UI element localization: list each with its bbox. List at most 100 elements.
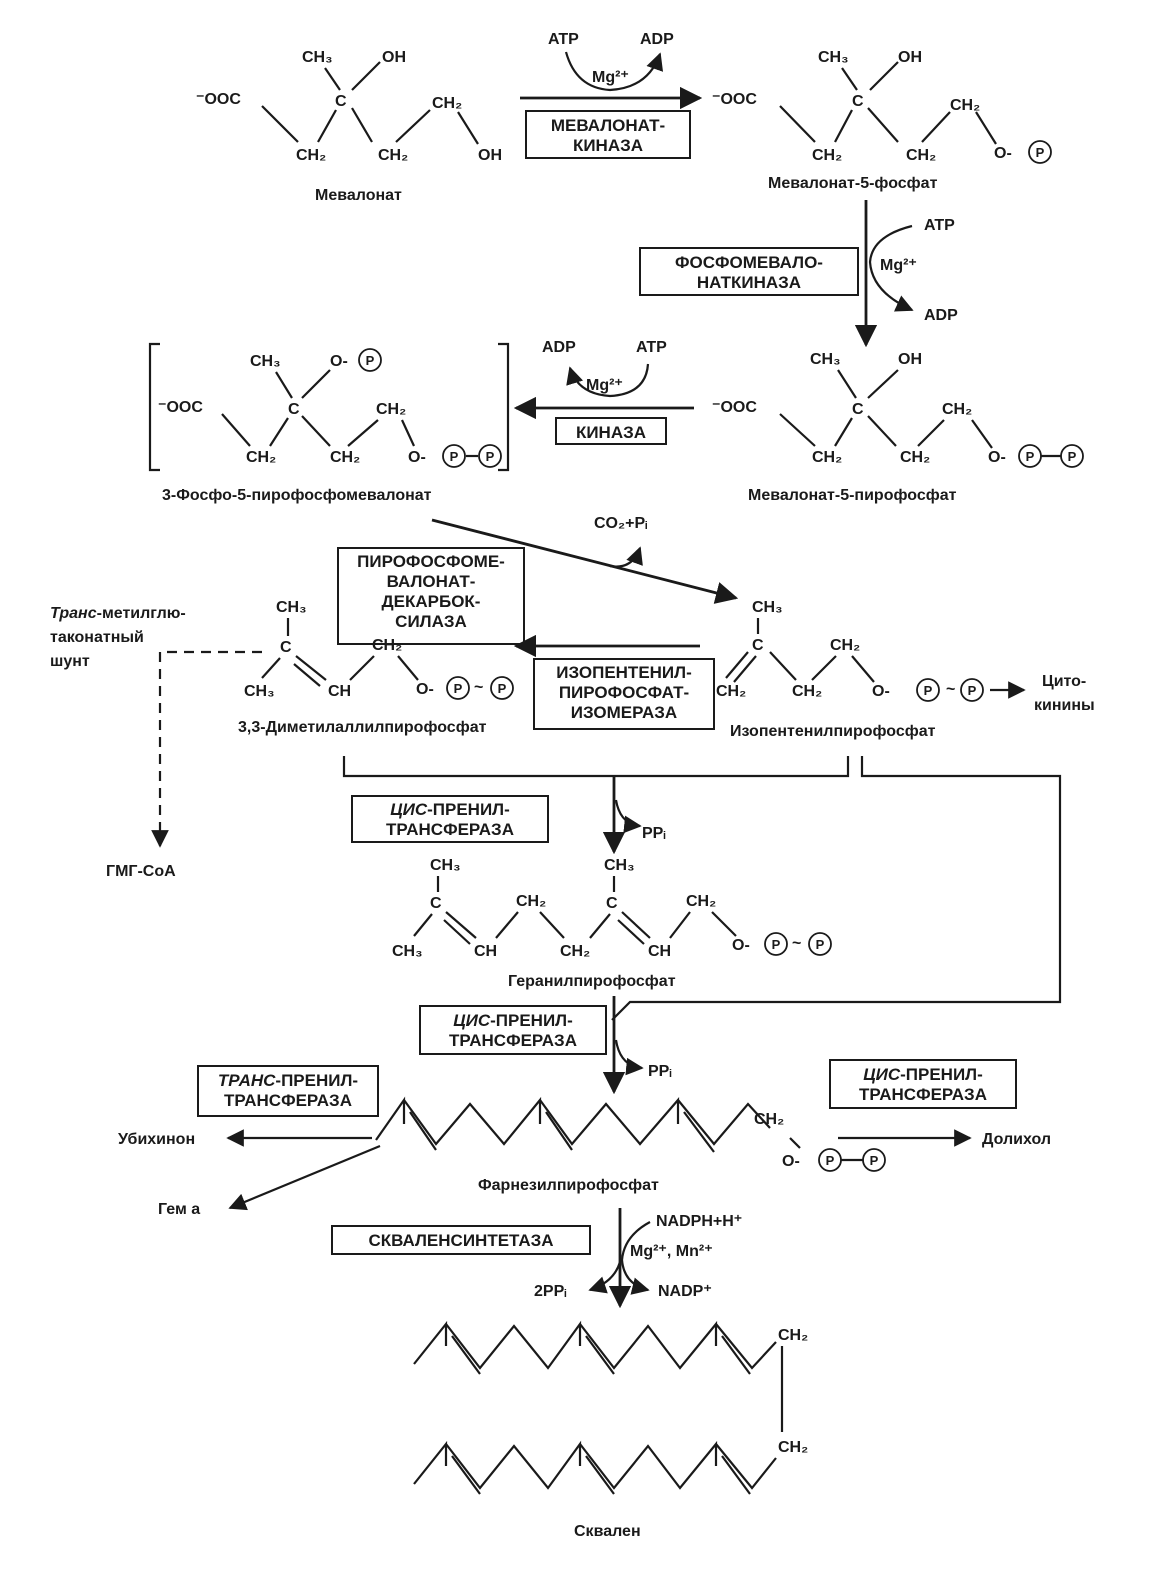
hmg-coa-label: ГМГ-СоА — [106, 863, 176, 880]
svg-text:2PPᵢ: 2PPᵢ — [534, 1283, 567, 1300]
svg-text:OH: OH — [478, 147, 502, 164]
svg-text:OH: OH — [898, 49, 922, 66]
svg-text:ADP: ADP — [924, 307, 958, 324]
svg-text:NADP⁺: NADP⁺ — [658, 1283, 712, 1300]
svg-text:C: C — [752, 637, 764, 654]
svg-text:CH₂: CH₂ — [950, 97, 980, 114]
farnesyl-pyrophosphate-structure: CH₂ O- P P Фарнезилпирофосфат — [375, 1096, 886, 1194]
svg-text:CH₃: CH₃ — [302, 49, 333, 66]
svg-text:P: P — [1026, 449, 1035, 464]
svg-text:ИЗОМЕРАЗА: ИЗОМЕРАЗА — [571, 703, 677, 722]
svg-text:NADPH+H⁺: NADPH+H⁺ — [656, 1213, 742, 1230]
svg-text:CH₂: CH₂ — [432, 95, 462, 112]
svg-text:CH₃: CH₃ — [244, 683, 275, 700]
dimethylallyl-pyrophosphate-structure: CH₃ C CH₂ CH₃ CH O- P ~ P 3,3-Диметилалл… — [238, 599, 514, 736]
mevalonate-structure: ⁻OOC CH₃ OH C CH₂ CH₂ CH₂ OH Мевалонат — [196, 49, 502, 204]
svg-text:~: ~ — [474, 679, 483, 696]
svg-text:ПИРОФОСФАТ-: ПИРОФОСФАТ- — [559, 683, 689, 702]
mevalonate-5-pyrophosphate-structure: ⁻OOC CH₃ OH C CH₂ CH₂ CH₂ O- P P Мевалон… — [712, 351, 1084, 504]
svg-text:O-: O- — [416, 681, 434, 698]
svg-text:CH₂: CH₂ — [812, 147, 842, 164]
svg-text:CH₃: CH₃ — [392, 943, 423, 960]
prenyltransferase-step-2: PPᵢ ЦИС-ПРЕНИЛ- ТРАНСФЕРАЗА — [419, 996, 672, 1095]
svg-text:CO₂+Pᵢ: CO₂+Pᵢ — [594, 515, 647, 532]
mevalonate-5-phosphate-structure: ⁻OOC CH₃ OH C CH₂ CH₂ CH₂ O- P Мевалонат… — [712, 49, 1052, 192]
svg-text:НАТКИНАЗА: НАТКИНАЗА — [697, 273, 801, 292]
svg-text:ЦИС-ПРЕНИЛ-: ЦИС-ПРЕНИЛ- — [390, 800, 510, 819]
svg-text:ВАЛОНАТ-: ВАЛОНАТ- — [387, 572, 476, 591]
svg-text:O-: O- — [994, 145, 1012, 162]
squalene-structure: CH₂ CH₂ Сквален — [413, 1320, 808, 1540]
squalene-synthase-box — [331, 1225, 591, 1255]
svg-text:Mg²⁺: Mg²⁺ — [880, 257, 917, 274]
svg-text:~: ~ — [792, 935, 801, 952]
squalene-synthase-step: NADPH+H⁺ Mg²⁺, Mn²⁺ 2PPᵢ NADP⁺ СКВАЛЕНСИ… — [331, 1208, 742, 1309]
svg-text:C: C — [430, 895, 442, 912]
isopentenyl-pyrophosphate-structure: CH₃ C CH₂ CH₂ CH₂ O- P ~ P Цито- кинины … — [716, 599, 1095, 740]
svg-text:МЕВАЛОНАТ-: МЕВАЛОНАТ- — [551, 116, 665, 135]
svg-text:CH₃: CH₃ — [276, 599, 307, 616]
svg-text:ФОСФОМЕВАЛО-: ФОСФОМЕВАЛО- — [675, 253, 823, 272]
geranyl-pyrophosphate-structure: CH₃ C CH₂ CH₃ C CH₂ CH₃ CH CH₂ CH O- P ~… — [392, 857, 832, 990]
svg-text:ADP: ADP — [542, 339, 576, 356]
svg-text:CH₃: CH₃ — [604, 857, 635, 874]
svg-text:CH₂: CH₂ — [754, 1111, 784, 1128]
dimethylallyl-pyrophosphate-label: 3,3-Диметилаллилпирофосфат — [238, 719, 487, 736]
ipp-isomerase-step: ИЗОПЕНТЕНИЛ- ПИРОФОСФАТ- ИЗОМЕРАЗА — [513, 634, 715, 730]
svg-text:P: P — [1068, 449, 1077, 464]
decarboxylase-box — [337, 547, 525, 645]
svg-text:O-: O- — [732, 937, 750, 954]
svg-text:OH: OH — [382, 49, 406, 66]
svg-text:КИНАЗА: КИНАЗА — [576, 423, 646, 442]
isopentenyl-pyrophosphate-label: Изопентенилпирофосфат — [730, 723, 936, 740]
svg-text:таконатный: таконатный — [50, 629, 144, 646]
phosphopyrophosphomevalonate-structure: ⁻OOC CH₃ O- P C CH₂ CH₂ CH₂ O- P P 3-Фос… — [148, 342, 510, 504]
svg-text:P: P — [366, 353, 375, 368]
svg-text:C: C — [606, 895, 618, 912]
phosphomevalonate-kinase-box — [639, 247, 859, 296]
svg-text:P: P — [1036, 145, 1045, 160]
svg-text:C: C — [280, 639, 292, 656]
svg-text:CH₂: CH₂ — [716, 683, 746, 700]
svg-text:CH₃: CH₃ — [752, 599, 783, 616]
svg-text:O-: O- — [872, 683, 890, 700]
svg-text:~: ~ — [946, 681, 955, 698]
svg-text:PPᵢ: PPᵢ — [648, 1063, 672, 1080]
svg-text:P: P — [450, 449, 459, 464]
svg-text:C: C — [852, 401, 864, 418]
fpp-branches: Убихинон Гем а ТРАНС-ПРЕНИЛ- ТРАНСФЕРАЗА… — [118, 1059, 1051, 1218]
mevalonate-label: Мевалонат — [315, 187, 402, 204]
svg-text:⁻OOC: ⁻OOC — [712, 399, 757, 416]
heme-a-label: Гем а — [158, 1201, 200, 1218]
kinase-box — [555, 417, 667, 445]
pyrophosphomevalonate-decarboxylase-step: CO₂+Pᵢ ПИРОФОСФОМЕ- ВАЛОНАТ- ДЕКАРБОК- С… — [337, 515, 739, 645]
svg-text:CH₂: CH₂ — [378, 147, 408, 164]
svg-text:КИНАЗА: КИНАЗА — [573, 136, 643, 155]
svg-text:Mg²⁺: Mg²⁺ — [592, 69, 629, 86]
svg-text:CH₂: CH₂ — [516, 893, 546, 910]
isomerase-box — [533, 658, 715, 730]
cis-prenyltransferase-box-1 — [351, 795, 549, 843]
svg-text:O-: O- — [408, 449, 426, 466]
svg-text:P: P — [486, 449, 495, 464]
svg-text:P: P — [870, 1153, 879, 1168]
svg-text:C: C — [852, 93, 864, 110]
cis-prenyltransferase-box-3 — [829, 1059, 1017, 1109]
svg-text:O-: O- — [988, 449, 1006, 466]
svg-text:CH₃: CH₃ — [818, 49, 849, 66]
svg-text:CH: CH — [474, 943, 497, 960]
svg-text:CH₂: CH₂ — [376, 401, 406, 418]
svg-text:CH₂: CH₂ — [900, 449, 930, 466]
svg-text:ИЗОПЕНТЕНИЛ-: ИЗОПЕНТЕНИЛ- — [556, 663, 692, 682]
svg-text:CH₂: CH₂ — [812, 449, 842, 466]
svg-text:ТРАНСФЕРАЗА: ТРАНСФЕРАЗА — [224, 1091, 352, 1110]
mevalonate-5-pyrophosphate-label: Мевалонат-5-пирофосфат — [748, 487, 957, 504]
svg-text:ATP: ATP — [924, 217, 955, 234]
svg-text:ЦИС-ПРЕНИЛ-: ЦИС-ПРЕНИЛ- — [863, 1065, 983, 1084]
svg-text:CH₂: CH₂ — [830, 637, 860, 654]
svg-text:O-: O- — [782, 1153, 800, 1170]
phosphomevalonate-kinase-step: ATP Mg²⁺ ADP ФОСФОМЕВАЛО- НАТКИНАЗА — [639, 200, 958, 348]
svg-text:CH₂: CH₂ — [246, 449, 276, 466]
svg-text:СИЛАЗА: СИЛАЗА — [395, 612, 467, 631]
